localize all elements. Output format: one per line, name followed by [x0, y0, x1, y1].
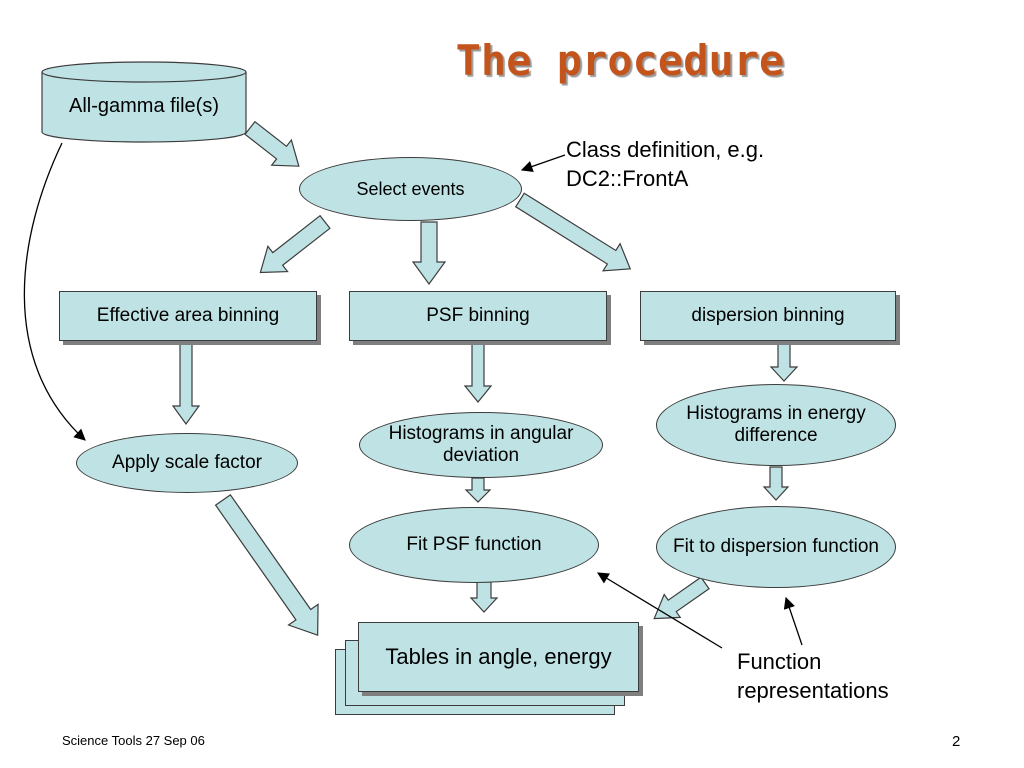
- function-representations-annotation: Function representations: [737, 648, 889, 705]
- flow-arrow-effective-to-scale: [171, 343, 201, 426]
- annotation-arrow-to-fit-dispersion: [783, 596, 803, 646]
- flow-arrow-select-to-psf: [411, 221, 447, 286]
- flow-arrow-psf-to-hist: [463, 341, 493, 403]
- tables-in-angle-energy-box: Tables in angle, energy: [358, 622, 639, 692]
- page-title: The procedure: [455, 36, 785, 85]
- histograms-angular-deviation-node: Histograms in angular deviation: [359, 412, 603, 478]
- fit-psf-function-node: Fit PSF function: [349, 507, 599, 583]
- class-definition-line2: DC2::FrontA: [566, 165, 689, 191]
- annotation-arrow-to-fit-psf: [596, 572, 723, 649]
- function-representations-line2: representations: [737, 677, 889, 703]
- select-events-node: Select events: [299, 157, 522, 221]
- all-gamma-file-label: All-gamma file(s): [68, 94, 220, 117]
- flow-arrow-hist-to-fit-psf: [464, 477, 492, 503]
- class-definition-annotation: Class definition, e.g. DC2::FrontA: [566, 136, 764, 193]
- function-representations-line1: Function: [737, 649, 822, 674]
- footer-text: Science Tools 27 Sep 06: [62, 733, 205, 748]
- flow-arrow-scale-to-tables: [214, 494, 319, 637]
- apply-scale-factor-node: Apply scale factor: [76, 433, 298, 493]
- flow-arrow-select-to-dispersion: [514, 192, 632, 272]
- histograms-energy-difference-node: Histograms in energy difference: [656, 384, 896, 466]
- fit-dispersion-function-node: Fit to dispersion function: [656, 506, 896, 588]
- class-definition-line1: Class definition, e.g.: [566, 137, 765, 162]
- annotation-arrow-class-definition: [520, 154, 566, 173]
- curved-arrow-file-to-scale: [23, 142, 86, 441]
- flow-arrow-fit-psf-to-tables: [469, 581, 499, 613]
- effective-area-binning-box: Effective area binning: [59, 291, 317, 341]
- flow-arrow-hist-to-fit-disp: [762, 466, 790, 501]
- dispersion-binning-box: dispersion binning: [640, 291, 896, 341]
- flow-arrow-fit-disp-to-tables: [653, 576, 710, 620]
- all-gamma-cylinder: [41, 61, 247, 143]
- flow-arrow-file-to-select: [244, 120, 300, 167]
- flow-arrow-select-to-effective: [259, 214, 331, 274]
- page-number: 2: [952, 733, 961, 750]
- psf-binning-box: PSF binning: [349, 291, 607, 341]
